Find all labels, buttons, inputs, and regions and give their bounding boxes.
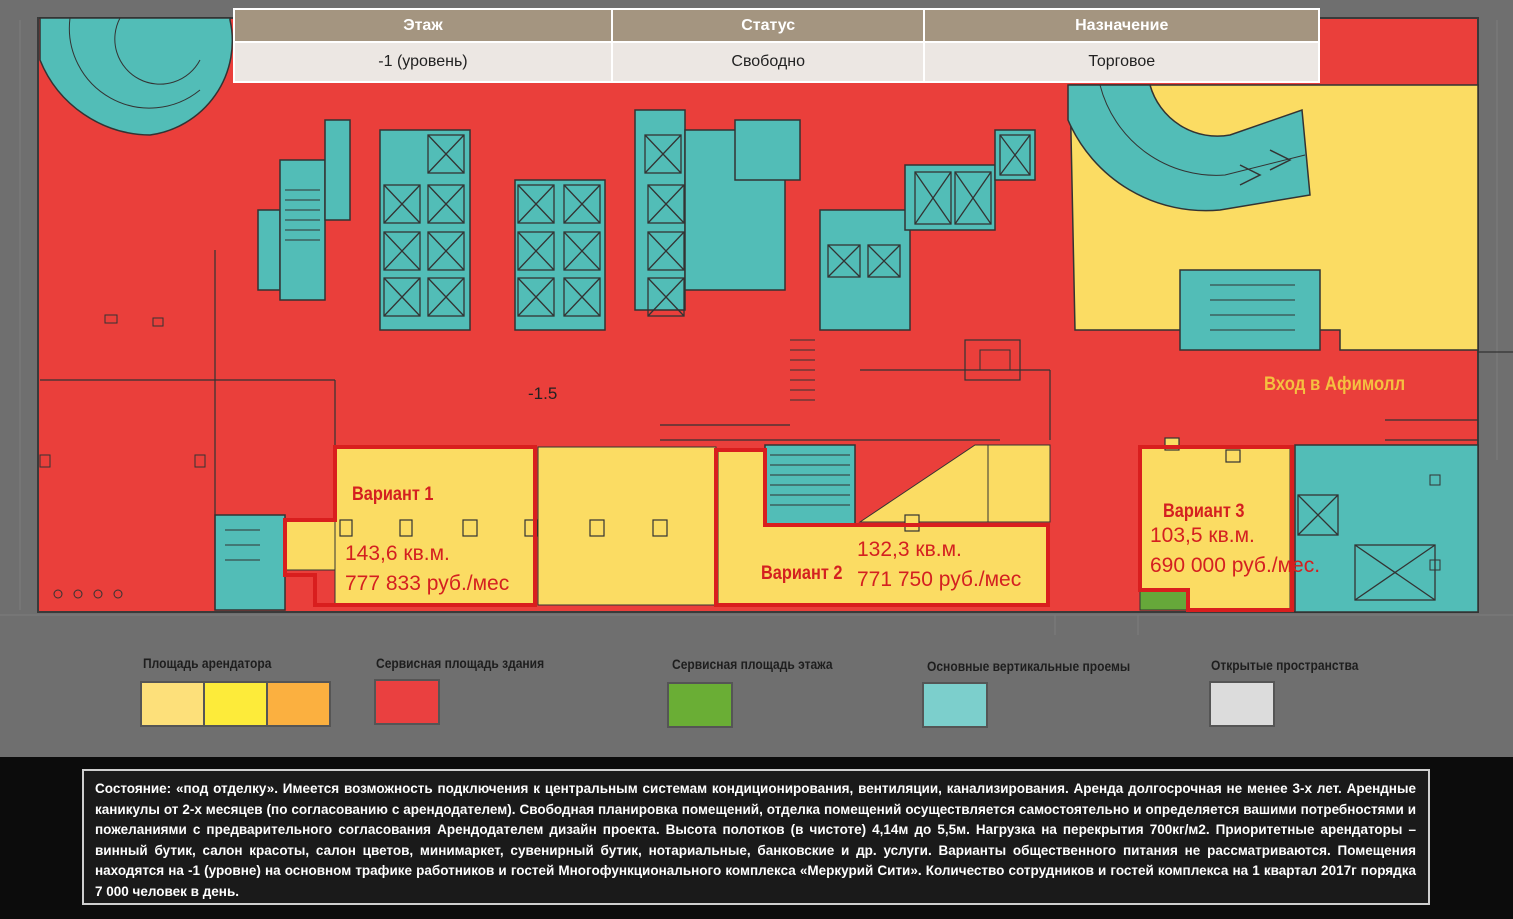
- table-header-purpose: Назначение: [923, 8, 1320, 43]
- legend-swatch-open: [1209, 681, 1275, 727]
- floor-plan: [0, 17, 1513, 635]
- legend-swatch-tenant-3: [266, 681, 331, 727]
- table-header-status: Статус: [610, 8, 926, 43]
- service-area-floor: [1139, 589, 1189, 611]
- description-box: Состояние: «под отделку». Имеется возмож…: [82, 769, 1430, 905]
- legend-swatch-vertical: [922, 682, 988, 728]
- legend-label-vertical: Основные вертикальные проемы: [927, 658, 1131, 674]
- legend-swatch-tenant-2: [203, 681, 268, 727]
- level-mark: -1.5: [528, 384, 558, 403]
- entrance-label: Вход в Афимолл: [1264, 374, 1406, 395]
- legend-label-open: Открытые пространства: [1211, 657, 1359, 673]
- legend-label-service-building: Сервисная площадь здания: [376, 655, 545, 671]
- variant-1-title[interactable]: Вариант 1: [352, 484, 434, 505]
- table-row: -1 (уровень) Свободно Торговое: [233, 41, 1320, 83]
- variant-3-title[interactable]: Вариант 3: [1163, 501, 1245, 522]
- description-text: Состояние: «под отделку». Имеется возмож…: [95, 781, 1416, 899]
- legend-label-tenant: Площадь арендатора: [143, 655, 272, 671]
- ramp-right: [1067, 84, 1311, 212]
- variant-1-border: [283, 445, 537, 607]
- legend-swatch-service-floor: [667, 682, 733, 728]
- variant-1-price: 777 833 руб./мес: [345, 572, 510, 595]
- variant-2-area: 132,3 кв.м.: [857, 538, 962, 561]
- variant-3-area: 103,5 кв.м.: [1150, 524, 1255, 547]
- variant-1-area: 143,6 кв.м.: [345, 542, 450, 565]
- variant-2-title[interactable]: Вариант 2: [761, 563, 843, 584]
- legend-swatch-tenant-1: [140, 681, 205, 727]
- table-cell-purpose: Торговое: [923, 41, 1320, 83]
- variant-3-price: 690 000 руб./мес.: [1150, 554, 1321, 577]
- ramp-left: [39, 17, 234, 136]
- table-cell-floor: -1 (уровень): [233, 41, 613, 83]
- table-header-floor: Этаж: [233, 8, 613, 43]
- info-table: Этаж Статус Назначение -1 (уровень) Своб…: [233, 8, 1320, 83]
- variant-2-border: [714, 448, 1050, 607]
- variant-2-price: 771 750 руб./мес: [857, 568, 1022, 591]
- legend-swatch-service-building: [374, 679, 440, 725]
- variant-3-border: [1138, 445, 1294, 612]
- table-cell-status: Свободно: [610, 41, 926, 83]
- legend-label-service-floor: Сервисная площадь этажа: [672, 656, 833, 672]
